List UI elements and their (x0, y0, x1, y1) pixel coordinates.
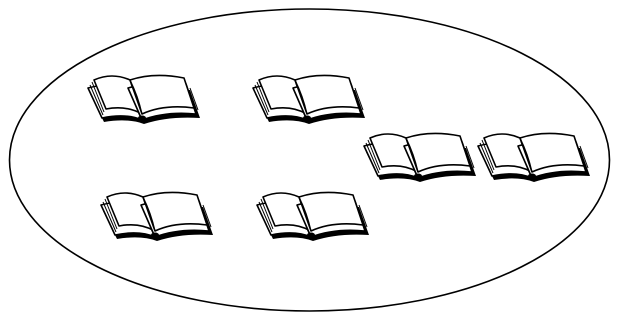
open-book-icon (364, 133, 476, 182)
open-book-icon (257, 192, 369, 241)
open-book-icon (478, 133, 590, 182)
open-book-icon (253, 75, 365, 124)
open-book-icon (88, 75, 200, 124)
open-book-icon (101, 192, 213, 241)
